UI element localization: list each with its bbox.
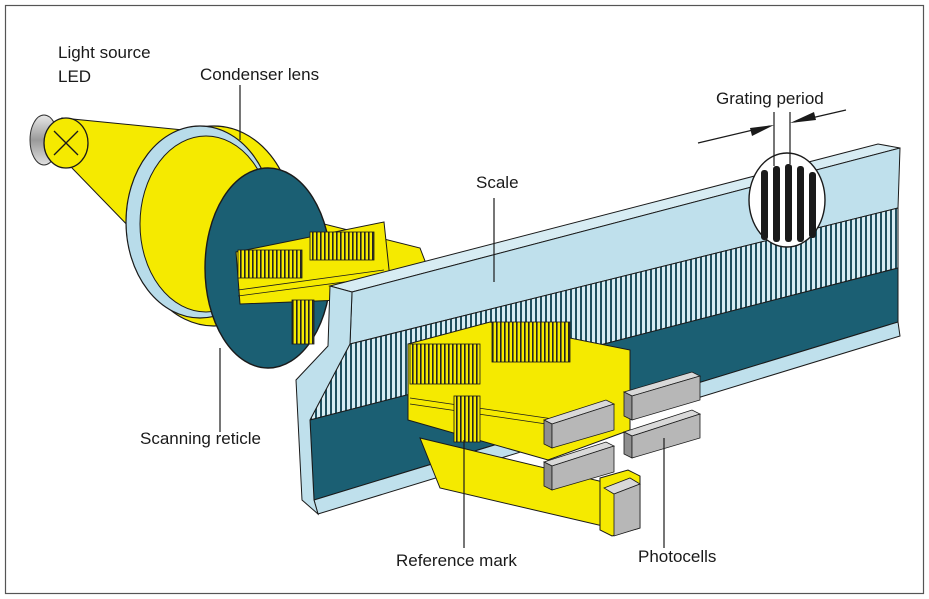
label-light-source: Light source bbox=[58, 43, 151, 62]
photocells bbox=[542, 371, 702, 537]
grating-magnifier bbox=[697, 109, 847, 248]
label-grating-period: Grating period bbox=[716, 89, 824, 108]
scale-end-face bbox=[295, 285, 353, 516]
reference-mark-window bbox=[453, 395, 481, 443]
label-scale: Scale bbox=[476, 173, 519, 192]
label-reference-mark: Reference mark bbox=[396, 551, 517, 570]
leader-lines bbox=[219, 85, 665, 548]
label-led: LED bbox=[58, 67, 91, 86]
label-condenser-lens: Condenser lens bbox=[200, 65, 319, 84]
label-scanning-reticle: Scanning reticle bbox=[140, 429, 261, 448]
led-icon bbox=[29, 114, 89, 169]
frame-border bbox=[4, 4, 925, 595]
label-photocells: Photocells bbox=[638, 547, 716, 566]
